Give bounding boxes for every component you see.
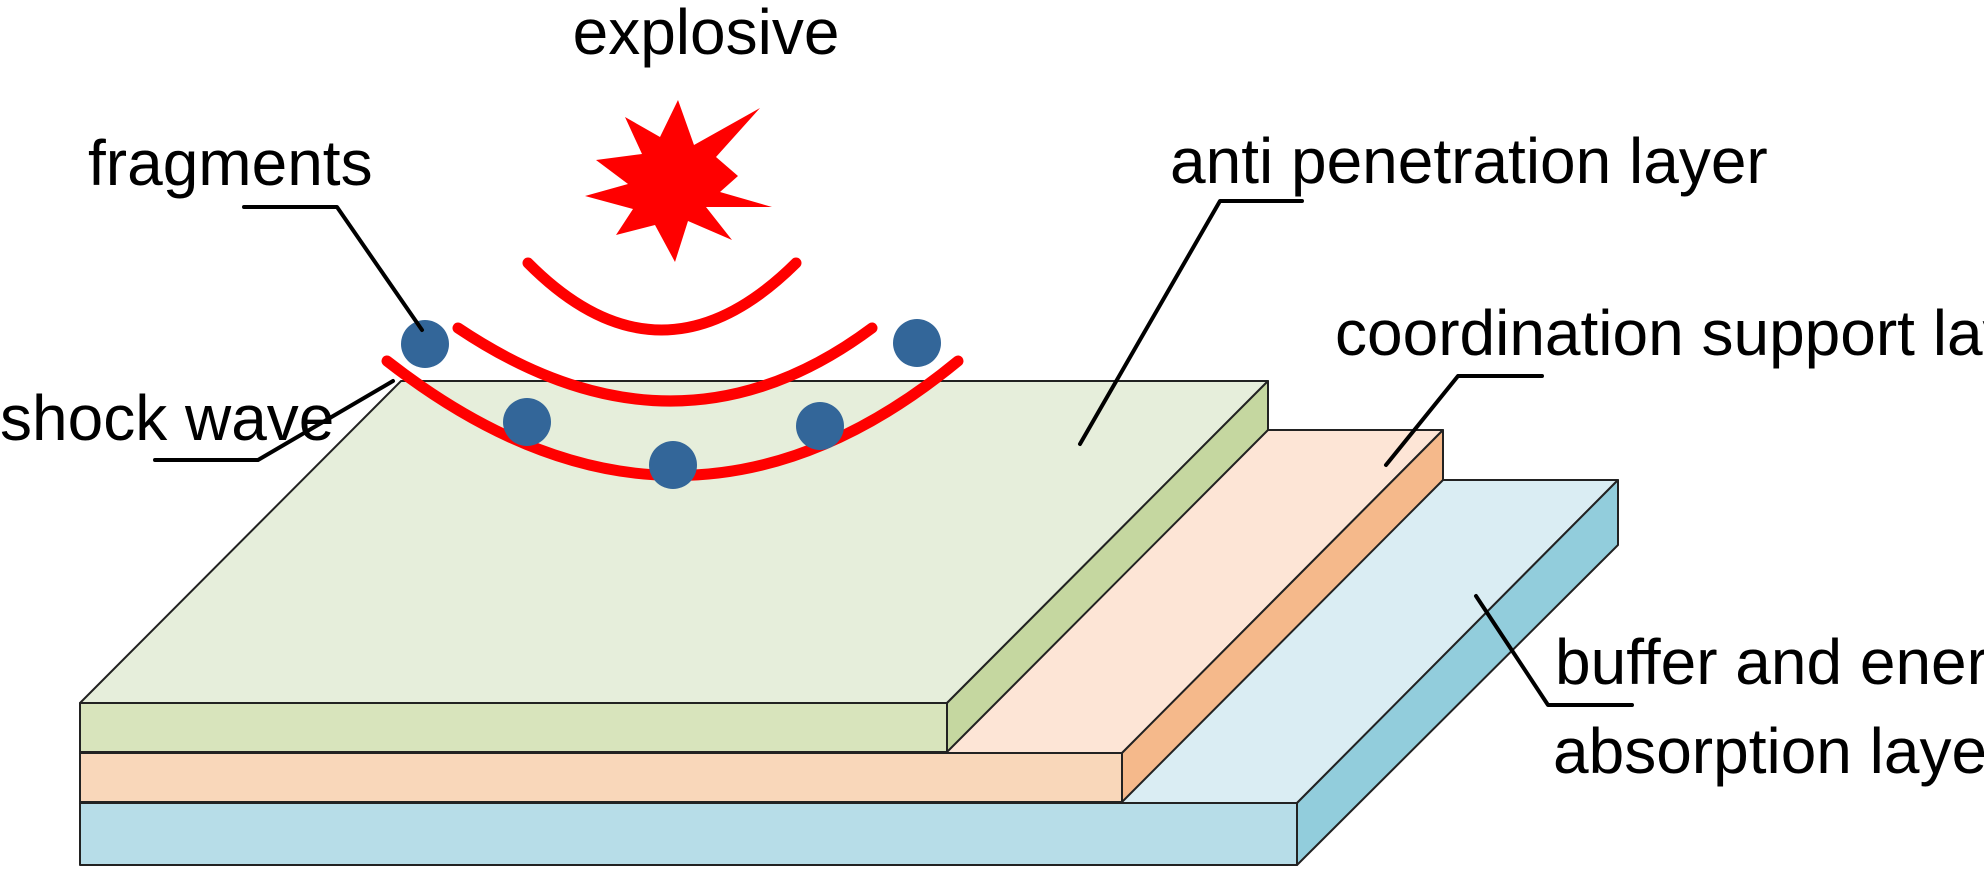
anti-layer-side-face [946,380,1269,753]
anti-penetration-layer [79,380,1269,753]
coordination-leader-line [1384,374,1544,467]
fragment-dot-icon [503,398,551,446]
fragments-leader-line [242,205,424,332]
fragments-label: fragments [88,127,373,199]
shock-wave-label: shock wave [0,382,334,454]
anti-penetration-leader-line [1078,199,1304,446]
buffer-layer-side-face [1296,479,1619,866]
explosive-label: explosive [573,0,840,68]
anti-layer-front-face [79,702,948,753]
fragment-dot-icon [649,441,697,489]
coordination-support-layer-label: coordination support layer [1335,297,1984,369]
buffer-energy-label-line2: absorption layer [1553,715,1984,787]
fragment-dot-icon [401,320,449,368]
buffer-energy-label-line1: buffer and energy [1555,626,1984,698]
shock-wave-leader-line [153,379,395,462]
fragment-dot-icon [893,319,941,367]
anti-penetration-layer-label: anti penetration layer [1170,125,1768,197]
fragment-dot-icon [796,402,844,450]
coordination-layer-side-face [1121,429,1444,803]
fragments [401,319,941,489]
buffer-layer-front-face [79,802,1298,866]
buffer-leader-line [1474,594,1634,707]
explosion-star-icon [585,100,772,262]
shock-wave-arc-middle [452,322,878,407]
shock-wave-arc-inner [522,257,802,336]
coordination-layer-front-face [79,752,1123,803]
